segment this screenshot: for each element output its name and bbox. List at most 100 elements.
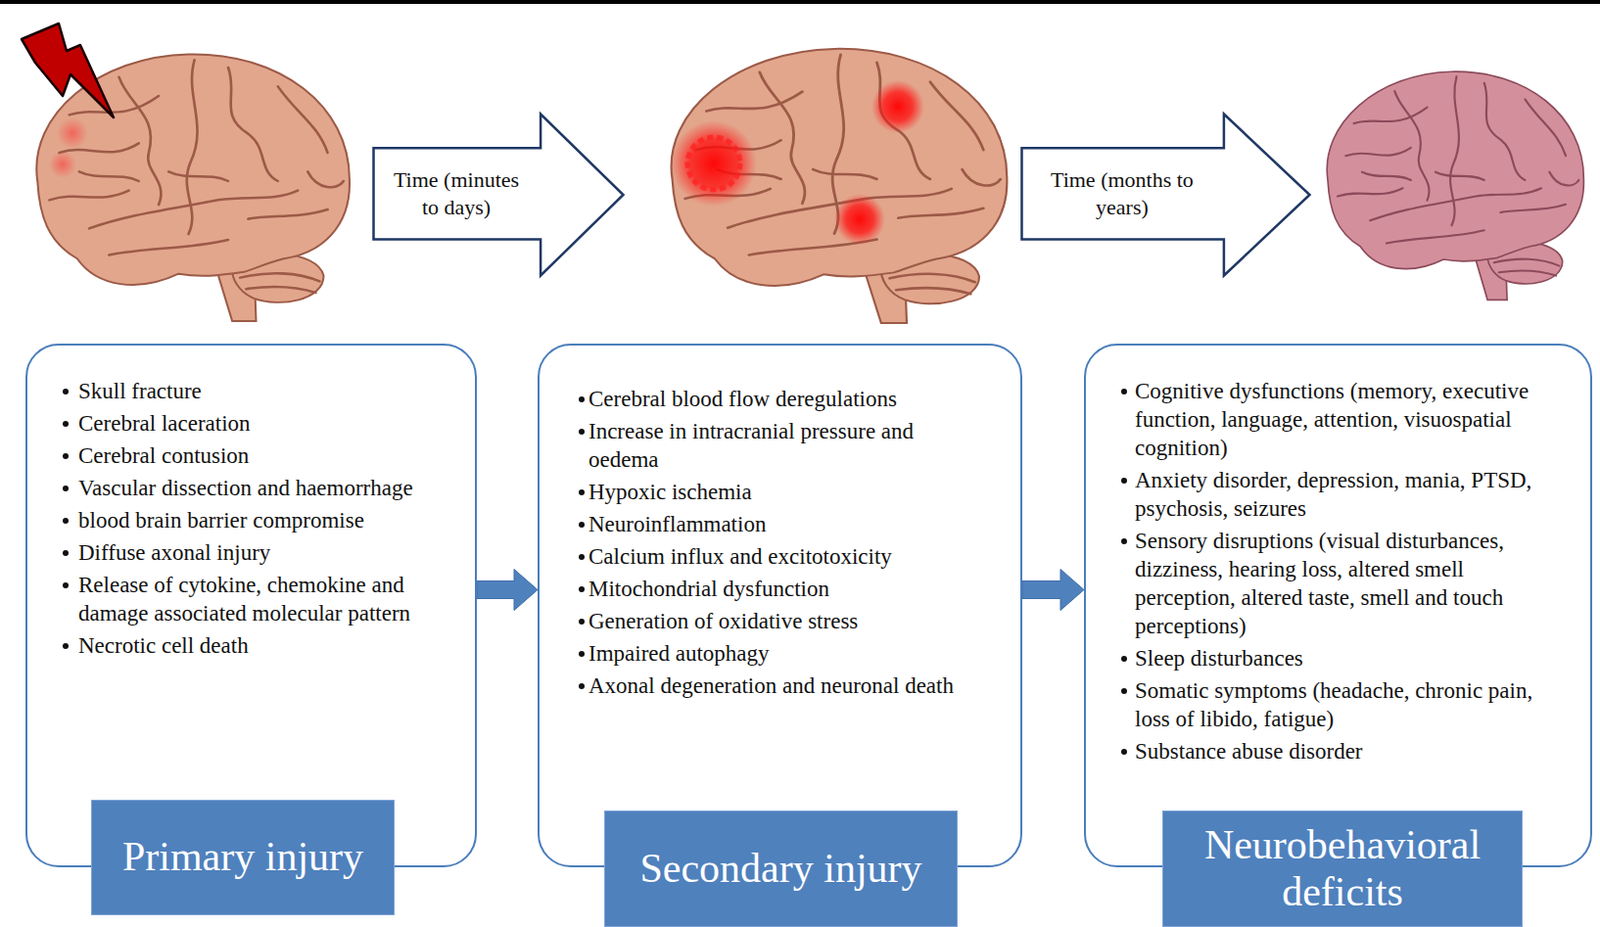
bullet-dot (62, 582, 69, 589)
arrow-label: Time (months to years) (1048, 166, 1196, 222)
bullet-list: Skull fractureCerebral lacerationCerebra… (62, 376, 424, 664)
bullet-dot (1121, 688, 1128, 695)
bullet-panel: Skull fractureCerebral lacerationCerebra… (25, 343, 477, 868)
bullet-dot (62, 550, 69, 557)
arrow-text-area: Time (minutes to days) (372, 147, 541, 239)
stage-label-box: Secondary injury (604, 810, 958, 927)
stage-label: Primary injury (122, 834, 364, 881)
bullet-dot (578, 586, 585, 593)
stage-label-box: Primary injury (91, 800, 395, 916)
bullet-text: Sleep disturbances (1134, 646, 1304, 671)
bullet-dot (578, 651, 585, 658)
bullet-dot (62, 643, 69, 650)
bullet-text: Release of cytokine, chemokine and damag… (78, 572, 411, 626)
bullet-item: Vascular dissection and haemorrhage (62, 473, 424, 503)
block-arrow (1022, 569, 1084, 612)
bullet-text: Skull fracture (78, 378, 202, 404)
arrow-outline (374, 114, 624, 277)
arrow-text-area: Time (months to years) (1020, 147, 1224, 239)
bullet-item: Skull fracture (62, 376, 424, 406)
stage-label: Secondary injury (639, 846, 922, 893)
bullet-item: Diffuse axonal injury (62, 538, 424, 567)
bullet-text: Generation of oxidative stress (588, 609, 858, 634)
bullet-text: Neuroinflammation (588, 512, 766, 537)
bullet-dot (578, 683, 585, 690)
bullet-text: Cerebral blood flow deregulations (588, 386, 897, 412)
bullet-item: Cognitive dysfunctions (memory, executiv… (1121, 376, 1543, 463)
bullet-item: Substance abuse disorder (1121, 737, 1543, 766)
injury-spot (56, 117, 89, 149)
bullet-dot (578, 396, 585, 403)
bullet-item: Release of cytokine, chemokine and damag… (62, 570, 424, 628)
bullet-text: Vascular dissection and haemorrhage (78, 475, 414, 501)
injury-spot (834, 193, 886, 245)
top-edge (0, 0, 1600, 4)
bullet-panel: Cerebral blood flow deregulationsIncreas… (537, 343, 1023, 868)
arrow-outline-svg (372, 112, 625, 278)
bullet-text: Cerebral contusion (78, 443, 249, 469)
bullet-item: Neuroinflammation (578, 510, 970, 539)
bullet-text: Impaired autophagy (588, 641, 770, 666)
bullet-dot (1121, 477, 1128, 484)
injury-spot (670, 120, 757, 207)
bullet-item: Sensory disruptions (visual disturbances… (1121, 526, 1543, 641)
bullet-item: Hypoxic ischemia (578, 477, 970, 507)
arrow-label: Time (minutes to days) (382, 166, 530, 222)
arrow-outline-svg (1020, 112, 1312, 278)
time-arrow: Time (minutes to days) (372, 112, 625, 278)
bullet-dot (1121, 749, 1128, 755)
bullet-text: Mitochondrial dysfunction (588, 576, 830, 602)
bullet-dot (1121, 538, 1128, 545)
brain-illustration (36, 53, 350, 322)
bullet-text: Diffuse axonal injury (78, 540, 271, 565)
time-arrow: Time (months to years) (1020, 112, 1312, 278)
bullet-list: Cognitive dysfunctions (memory, executiv… (1121, 376, 1543, 770)
bullet-item: Sleep disturbances (1121, 644, 1543, 673)
bullet-dot (578, 554, 585, 561)
bullet-item: blood brain barrier compromise (62, 506, 424, 535)
block-arrow (476, 569, 538, 612)
bullet-list: Cerebral blood flow deregulationsIncreas… (578, 384, 970, 705)
bullet-text: Somatic symptoms (headache, chronic pain… (1134, 678, 1533, 732)
bullet-text: Cognitive dysfunctions (memory, executiv… (1134, 378, 1529, 461)
stage-label: Neurobehavioral deficits (1173, 822, 1512, 915)
bullet-text: Calcium influx and excitotoxicity (588, 544, 893, 569)
bullet-item: Increase in intracranial pressure and oe… (578, 417, 970, 474)
bullet-dot (62, 388, 69, 395)
bullet-text: Increase in intracranial pressure and oe… (588, 419, 914, 472)
bullet-item: Somatic symptoms (headache, chronic pain… (1121, 676, 1543, 734)
brain-illustration (671, 48, 1008, 324)
stage-label-box: Neurobehavioral deficits (1162, 810, 1523, 927)
bullet-text: Axonal degeneration and neuronal death (588, 673, 954, 699)
brain-illustration (1326, 71, 1584, 300)
bullet-dot (578, 428, 585, 435)
bullet-text: Necrotic cell death (78, 633, 249, 659)
arrow-outline (1022, 114, 1311, 277)
bullet-item: Cerebral laceration (62, 409, 424, 438)
bullet-text: Cerebral laceration (78, 411, 251, 436)
bullet-item: Anxiety disorder, depression, mania, PTS… (1121, 466, 1543, 523)
injury-ring (687, 137, 741, 190)
injury-spot (871, 80, 925, 134)
bullet-item: Calcium influx and excitotoxicity (578, 542, 970, 571)
bullet-dot (62, 421, 69, 427)
bullet-dot (1121, 656, 1128, 662)
bullet-dot (578, 489, 585, 496)
bullet-dot (62, 453, 69, 460)
bullet-panel: Cognitive dysfunctions (memory, executiv… (1083, 343, 1593, 868)
bullet-dot (1121, 388, 1128, 395)
bullet-item: Axonal degeneration and neuronal death (578, 671, 970, 701)
bullet-item: Mitochondrial dysfunction (578, 574, 970, 604)
bullet-dot (578, 521, 585, 528)
bullet-item: Impaired autophagy (578, 639, 970, 668)
bullet-text: Anxiety disorder, depression, mania, PTS… (1134, 468, 1532, 521)
bullet-item: Necrotic cell death (62, 631, 424, 660)
bullet-dot (62, 485, 69, 492)
bullet-text: Substance abuse disorder (1134, 739, 1364, 764)
impact-bolt (21, 23, 114, 118)
bullet-text: Hypoxic ischemia (588, 479, 753, 505)
bullet-item: Cerebral contusion (62, 441, 424, 471)
bullet-item: Cerebral blood flow deregulations (578, 384, 970, 414)
bullet-text: blood brain barrier compromise (78, 508, 365, 533)
